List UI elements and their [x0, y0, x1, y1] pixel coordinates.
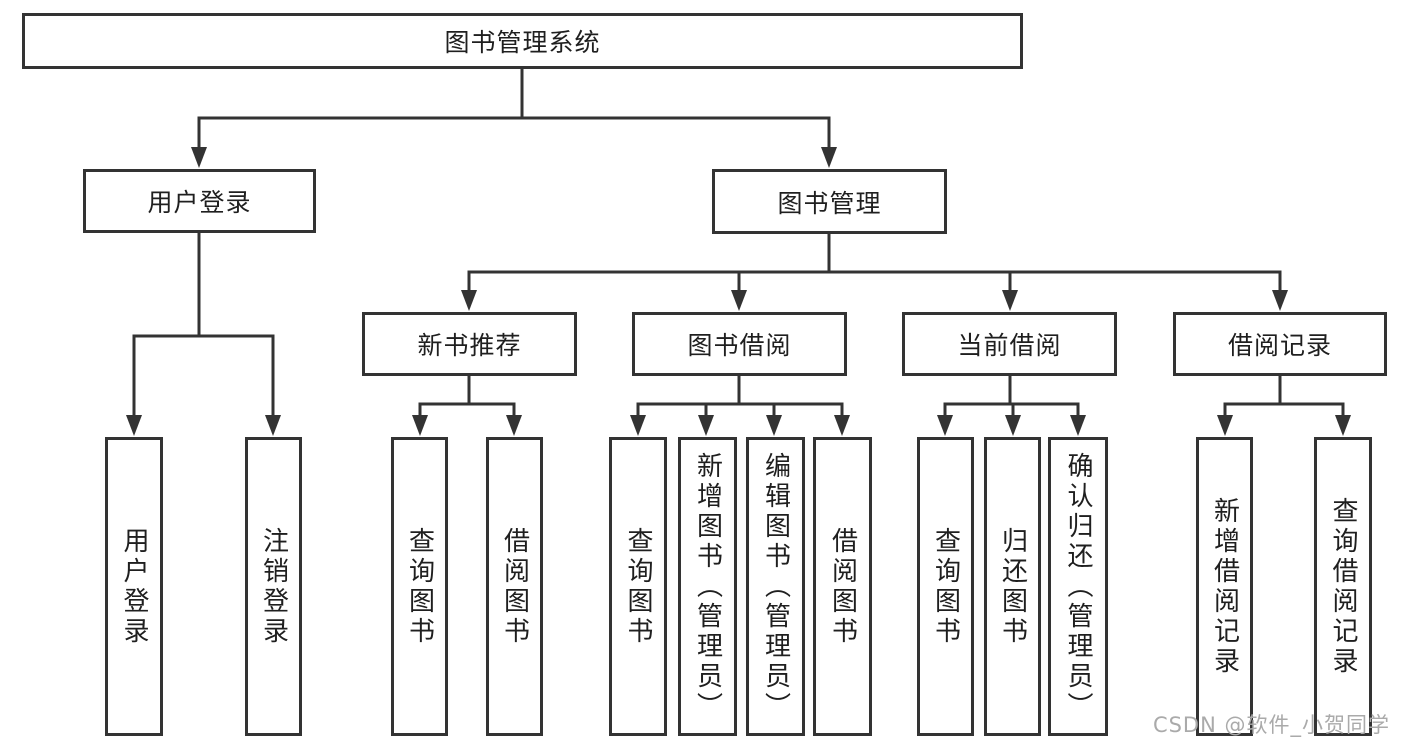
- node-new-book-recommendation: 新书推荐: [362, 312, 577, 376]
- node-label: 查询图书: [404, 526, 435, 647]
- node-label: 当前借阅: [957, 331, 1062, 360]
- node-label: 查询借阅记录: [1328, 496, 1358, 677]
- node-book-management: 图书管理: [712, 169, 947, 234]
- leaf-user-login: 用户登录: [105, 437, 163, 736]
- leaf-confirm-return-admin: 确认归还（管理员）: [1048, 437, 1108, 736]
- node-label: 新增借阅记录: [1209, 496, 1240, 677]
- leaf-borrowing-query-books: 查询图书: [609, 437, 667, 736]
- node-label: 注销登录: [258, 526, 289, 647]
- leaf-add-borrowing-record: 新增借阅记录: [1196, 437, 1253, 736]
- node-label: 新书推荐: [417, 331, 522, 360]
- node-label: 归还图书: [997, 526, 1028, 647]
- arrowhead-icon: [461, 290, 477, 311]
- arrowhead-icon: [1272, 290, 1288, 311]
- leaf-recommend-query-books: 查询图书: [391, 437, 448, 736]
- node-label: 借阅图书: [499, 526, 530, 647]
- leaf-return-books: 归还图书: [984, 437, 1041, 736]
- node-label: 借阅图书: [827, 526, 858, 647]
- node-label: 编辑图书（管理员）: [760, 451, 791, 722]
- arrowhead-icon: [1335, 415, 1351, 436]
- arrowheads: [126, 147, 1351, 436]
- arrowhead-icon: [766, 415, 782, 436]
- node-user-login: 用户登录: [83, 169, 316, 233]
- node-label: 图书管理: [777, 188, 882, 218]
- node-label: 用户登录: [119, 526, 149, 647]
- leaf-logout: 注销登录: [245, 437, 302, 736]
- arrowhead-icon: [821, 147, 837, 168]
- node-borrowing-records: 借阅记录: [1173, 312, 1387, 376]
- leaf-edit-books-admin: 编辑图书（管理员）: [746, 437, 805, 736]
- arrowhead-icon: [834, 415, 850, 436]
- arrowhead-icon: [126, 415, 142, 436]
- node-label: 图书管理系统: [444, 28, 601, 57]
- arrowhead-icon: [506, 415, 522, 436]
- node-label: 确认归还（管理员）: [1063, 451, 1093, 722]
- arrowhead-icon: [1070, 415, 1086, 436]
- node-label: 用户登录: [147, 188, 252, 217]
- arrowhead-icon: [630, 415, 646, 436]
- node-label: 图书借阅: [687, 331, 792, 360]
- node-label: 借阅记录: [1227, 331, 1332, 360]
- arrowhead-icon: [1005, 415, 1021, 436]
- arrowhead-icon: [1217, 415, 1233, 436]
- arrowhead-icon: [265, 415, 281, 436]
- arrowhead-icon: [937, 415, 953, 436]
- arrowhead-icon: [191, 147, 207, 168]
- leaf-add-books-admin: 新增图书（管理员）: [678, 437, 737, 736]
- node-library-management-system: 图书管理系统: [22, 13, 1023, 69]
- node-book-borrowing: 图书借阅: [632, 312, 847, 376]
- node-label: 查询图书: [930, 526, 961, 647]
- leaf-recommend-borrow-books: 借阅图书: [486, 437, 543, 736]
- leaf-query-borrowing-record: 查询借阅记录: [1314, 437, 1372, 736]
- node-label: 新增图书（管理员）: [692, 451, 723, 722]
- leaf-borrowing-borrow-books: 借阅图书: [813, 437, 872, 736]
- connector-path: [132, 66, 1345, 418]
- arrowhead-icon: [698, 415, 714, 436]
- node-current-borrowing: 当前借阅: [902, 312, 1117, 376]
- arrowhead-icon: [1002, 290, 1018, 311]
- arrowhead-icon: [731, 290, 747, 311]
- node-label: 查询图书: [623, 526, 653, 647]
- leaf-current-query-books: 查询图书: [917, 437, 974, 736]
- arrowhead-icon: [412, 415, 428, 436]
